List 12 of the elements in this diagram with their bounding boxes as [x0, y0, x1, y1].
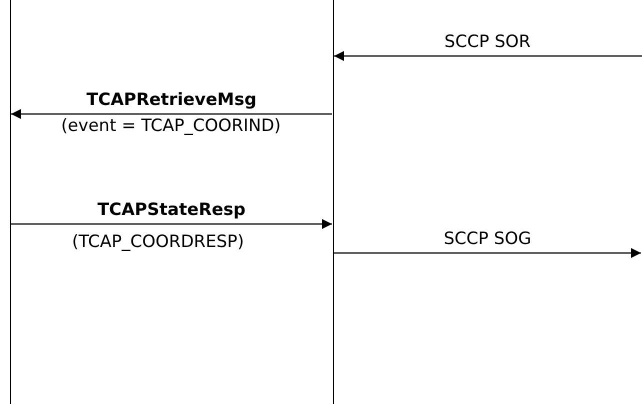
parameter-label: (event = TCAP_COORIND) — [61, 116, 281, 136]
lifeline — [10, 0, 11, 404]
arrow — [334, 248, 641, 258]
lifeline — [333, 0, 334, 404]
message-label: TCAPStateResp — [97, 200, 246, 220]
parameter-label: (TCAP_COORDRESP) — [72, 232, 244, 252]
arrow — [334, 51, 642, 61]
message-label: SCCP SOR — [444, 32, 531, 52]
message-label: SCCP SOG — [444, 229, 532, 249]
arrow — [11, 109, 332, 119]
arrow — [11, 219, 332, 229]
message-label: TCAPRetrieveMsg — [86, 90, 256, 110]
